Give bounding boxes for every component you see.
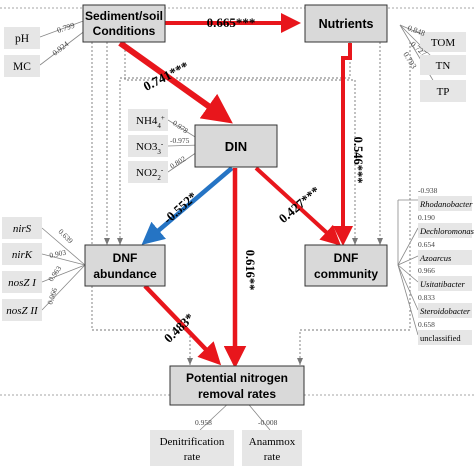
latent-pnr-line1: Potential nitrogen: [186, 371, 288, 385]
indicator-mc: MC: [13, 61, 31, 73]
loading-steroidobacter: 0.833: [418, 293, 435, 302]
indicator-tom: TOM: [431, 37, 455, 49]
latent-sediment-line2: Conditions: [93, 24, 156, 38]
indicators-pnr: 0.958 -0.008 Denitrification rate Anammo…: [150, 418, 302, 466]
indicators-sediment: pH MC 0.799 0.924: [4, 21, 76, 77]
minor-paths: [91, 42, 411, 365]
loading-nh4: 0.978: [171, 118, 190, 135]
latent-sediment: Sediment/soil Conditions: [82, 4, 166, 43]
minor-path-nutrients-pnr: [297, 42, 411, 365]
latent-pnr: Potential nitrogen removal rates: [169, 365, 305, 406]
coef-abundance-pnr: 0.483*: [161, 310, 197, 346]
loading-no2: 0.802: [168, 154, 187, 171]
latent-dnf-community-line2: community: [314, 267, 378, 281]
indicator-denitrification-line2: rate: [184, 451, 201, 463]
path-sediment-din: [118, 40, 233, 124]
coef-din-abundance: -0.552*: [160, 189, 200, 227]
indicators-dnf-community: -0.938 Rhodanobacter 0.190 Dechloromonas…: [418, 186, 474, 345]
indicator-ph: pH: [15, 33, 29, 45]
loading-nosz-ii: 0.966: [45, 287, 59, 306]
loading-ph: 0.799: [56, 21, 76, 35]
latent-din: DIN: [194, 124, 278, 168]
indicator-nh4: NH44+: [136, 114, 165, 130]
loading-no3: -0.975: [170, 136, 190, 145]
latent-nutrients: Nutrients: [304, 4, 388, 43]
indicator-no2: NO22-: [136, 166, 164, 182]
indicator-denitrification-line1: Denitrification: [160, 436, 225, 448]
minor-path-sediment-community: [124, 42, 358, 245]
loading-tp: 0.793: [401, 50, 418, 70]
loading-azoarcus: 0.654: [418, 240, 435, 249]
path-din-community: [254, 166, 341, 246]
indicator-dechloromonas: Dechloromonas: [419, 226, 474, 236]
latent-nutrients-label: Nutrients: [319, 17, 374, 31]
loading-dechloromonas: 0.190: [418, 213, 435, 222]
indicator-tn: TN: [436, 60, 451, 72]
coef-din-community: 0.427***: [276, 183, 323, 226]
main-paths: [118, 13, 353, 369]
indicators-nutrients: TOM TN TP 0.848 0.727 0.793: [401, 23, 466, 102]
coef-din-pnr: 0.616**: [243, 250, 257, 291]
loading-anammox: -0.008: [258, 418, 278, 427]
indicator-nosz-ii: nosZ II: [6, 305, 39, 317]
indicators-dnf-abundance: nirS nirK nosZ I nosZ II 0.639 0.903 0.9…: [2, 217, 75, 321]
indicator-anammox-line1: Anammox: [249, 436, 296, 448]
path-din-abundance: [141, 166, 234, 245]
indicator-rhodanobacter: Rhodanobacter: [419, 199, 473, 209]
coef-sediment-nutrients: 0.665***: [207, 15, 256, 30]
loading-denitrification: 0.958: [195, 418, 212, 427]
loading-nosz-i: 0.963: [46, 264, 63, 283]
latent-sediment-line1: Sediment/soil: [85, 9, 163, 23]
coef-nutrients-community: 0.546***: [351, 137, 365, 184]
latent-pnr-line2: removal rates: [198, 387, 276, 401]
indicator-no3: NO33-: [136, 140, 164, 156]
loading-unclassified: 0.658: [418, 320, 435, 329]
latent-din-label: DIN: [225, 139, 247, 154]
indicator-usitatibacter: Usitatibacter: [420, 279, 466, 289]
indicator-nirs: nirS: [13, 223, 32, 235]
latent-dnf-abundance-line1: DNF: [113, 251, 138, 265]
latent-dnf-abundance: DNF abundance: [84, 244, 166, 287]
latent-dnf-abundance-line2: abundance: [93, 267, 157, 281]
indicator-nirk: nirK: [12, 249, 33, 261]
path-abundance-pnr: [143, 284, 222, 366]
indicator-anammox-line2: rate: [264, 451, 281, 463]
loading-tom: 0.848: [406, 23, 426, 38]
latent-dnf-community: DNF community: [304, 244, 388, 287]
loading-nirk: 0.903: [49, 248, 68, 260]
loading-rhodanobacter: -0.938: [418, 186, 438, 195]
path-nutrients-community: [333, 43, 353, 246]
loading-usitatibacter: 0.966: [418, 266, 435, 275]
indicator-nosz-i: nosZ I: [8, 277, 37, 289]
minor-path-sediment-pnr: [91, 42, 193, 365]
loading-mc: 0.924: [51, 39, 71, 57]
indicator-tp: TP: [437, 86, 450, 98]
indicator-azoarcus: Azoarcus: [419, 253, 452, 263]
indicator-steroidobacter: Steroidobacter: [420, 306, 471, 316]
indicator-unclassified: unclassified: [420, 333, 461, 343]
path-coefficients: 0.665*** 0.741*** 0.546*** -0.552* 0.427…: [141, 15, 365, 346]
latent-dnf-community-line1: DNF: [334, 251, 359, 265]
